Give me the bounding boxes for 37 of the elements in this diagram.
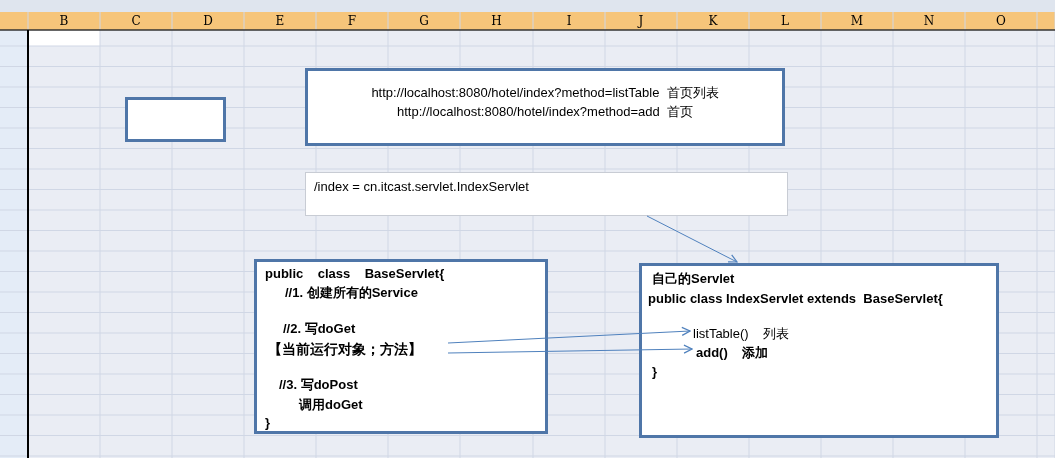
column-header: B — [58, 13, 70, 30]
column-header: G — [418, 13, 430, 30]
column-header: H — [490, 13, 503, 30]
column-header: C — [130, 13, 142, 30]
column-header: I — [565, 13, 573, 30]
column-header: D — [202, 13, 214, 30]
code-line: 【当前运行对象；方法】 — [268, 340, 422, 358]
arrow — [447, 344, 693, 354]
code-text: 自己的Servlet — [652, 270, 735, 288]
mapping-box — [305, 172, 788, 216]
code-text: //3. 写doPost — [279, 376, 358, 394]
url-box — [305, 68, 785, 146]
column-header: L — [780, 13, 790, 30]
arrow — [447, 326, 691, 344]
column-header: K — [707, 13, 719, 30]
column-header: N — [922, 13, 936, 30]
code-text: /index = cn.itcast.servlet.IndexServlet — [314, 178, 529, 196]
column-header: O — [995, 13, 1007, 30]
code-text: } — [265, 414, 271, 432]
code-text: http://localhost:8080/hotel/index?method=add 首页 — [396, 103, 694, 121]
class-box — [254, 259, 548, 434]
code-text: http://localhost:8080/hotel/index?method=listTable 首页列表 — [370, 84, 720, 102]
column-header: J — [636, 13, 645, 30]
code-text: 调用doGet — [299, 396, 363, 414]
column-header: F — [346, 13, 358, 30]
code-text: //1. 创建所有的Service — [285, 284, 418, 302]
column-header: M — [849, 13, 865, 30]
arrow — [646, 215, 738, 263]
class-box — [639, 263, 999, 438]
process-box — [125, 97, 226, 142]
column-header: E — [274, 13, 286, 30]
code-text: public class BaseServlet{ — [265, 265, 445, 283]
code-line: listTable() 列表 — [693, 325, 790, 343]
code-text: //2. 写doGet — [283, 320, 356, 338]
code-text: public class IndexServlet extends BaseServlet{ — [648, 290, 943, 308]
code-text: } — [652, 363, 658, 381]
code-line: add() 添加 — [696, 344, 769, 362]
